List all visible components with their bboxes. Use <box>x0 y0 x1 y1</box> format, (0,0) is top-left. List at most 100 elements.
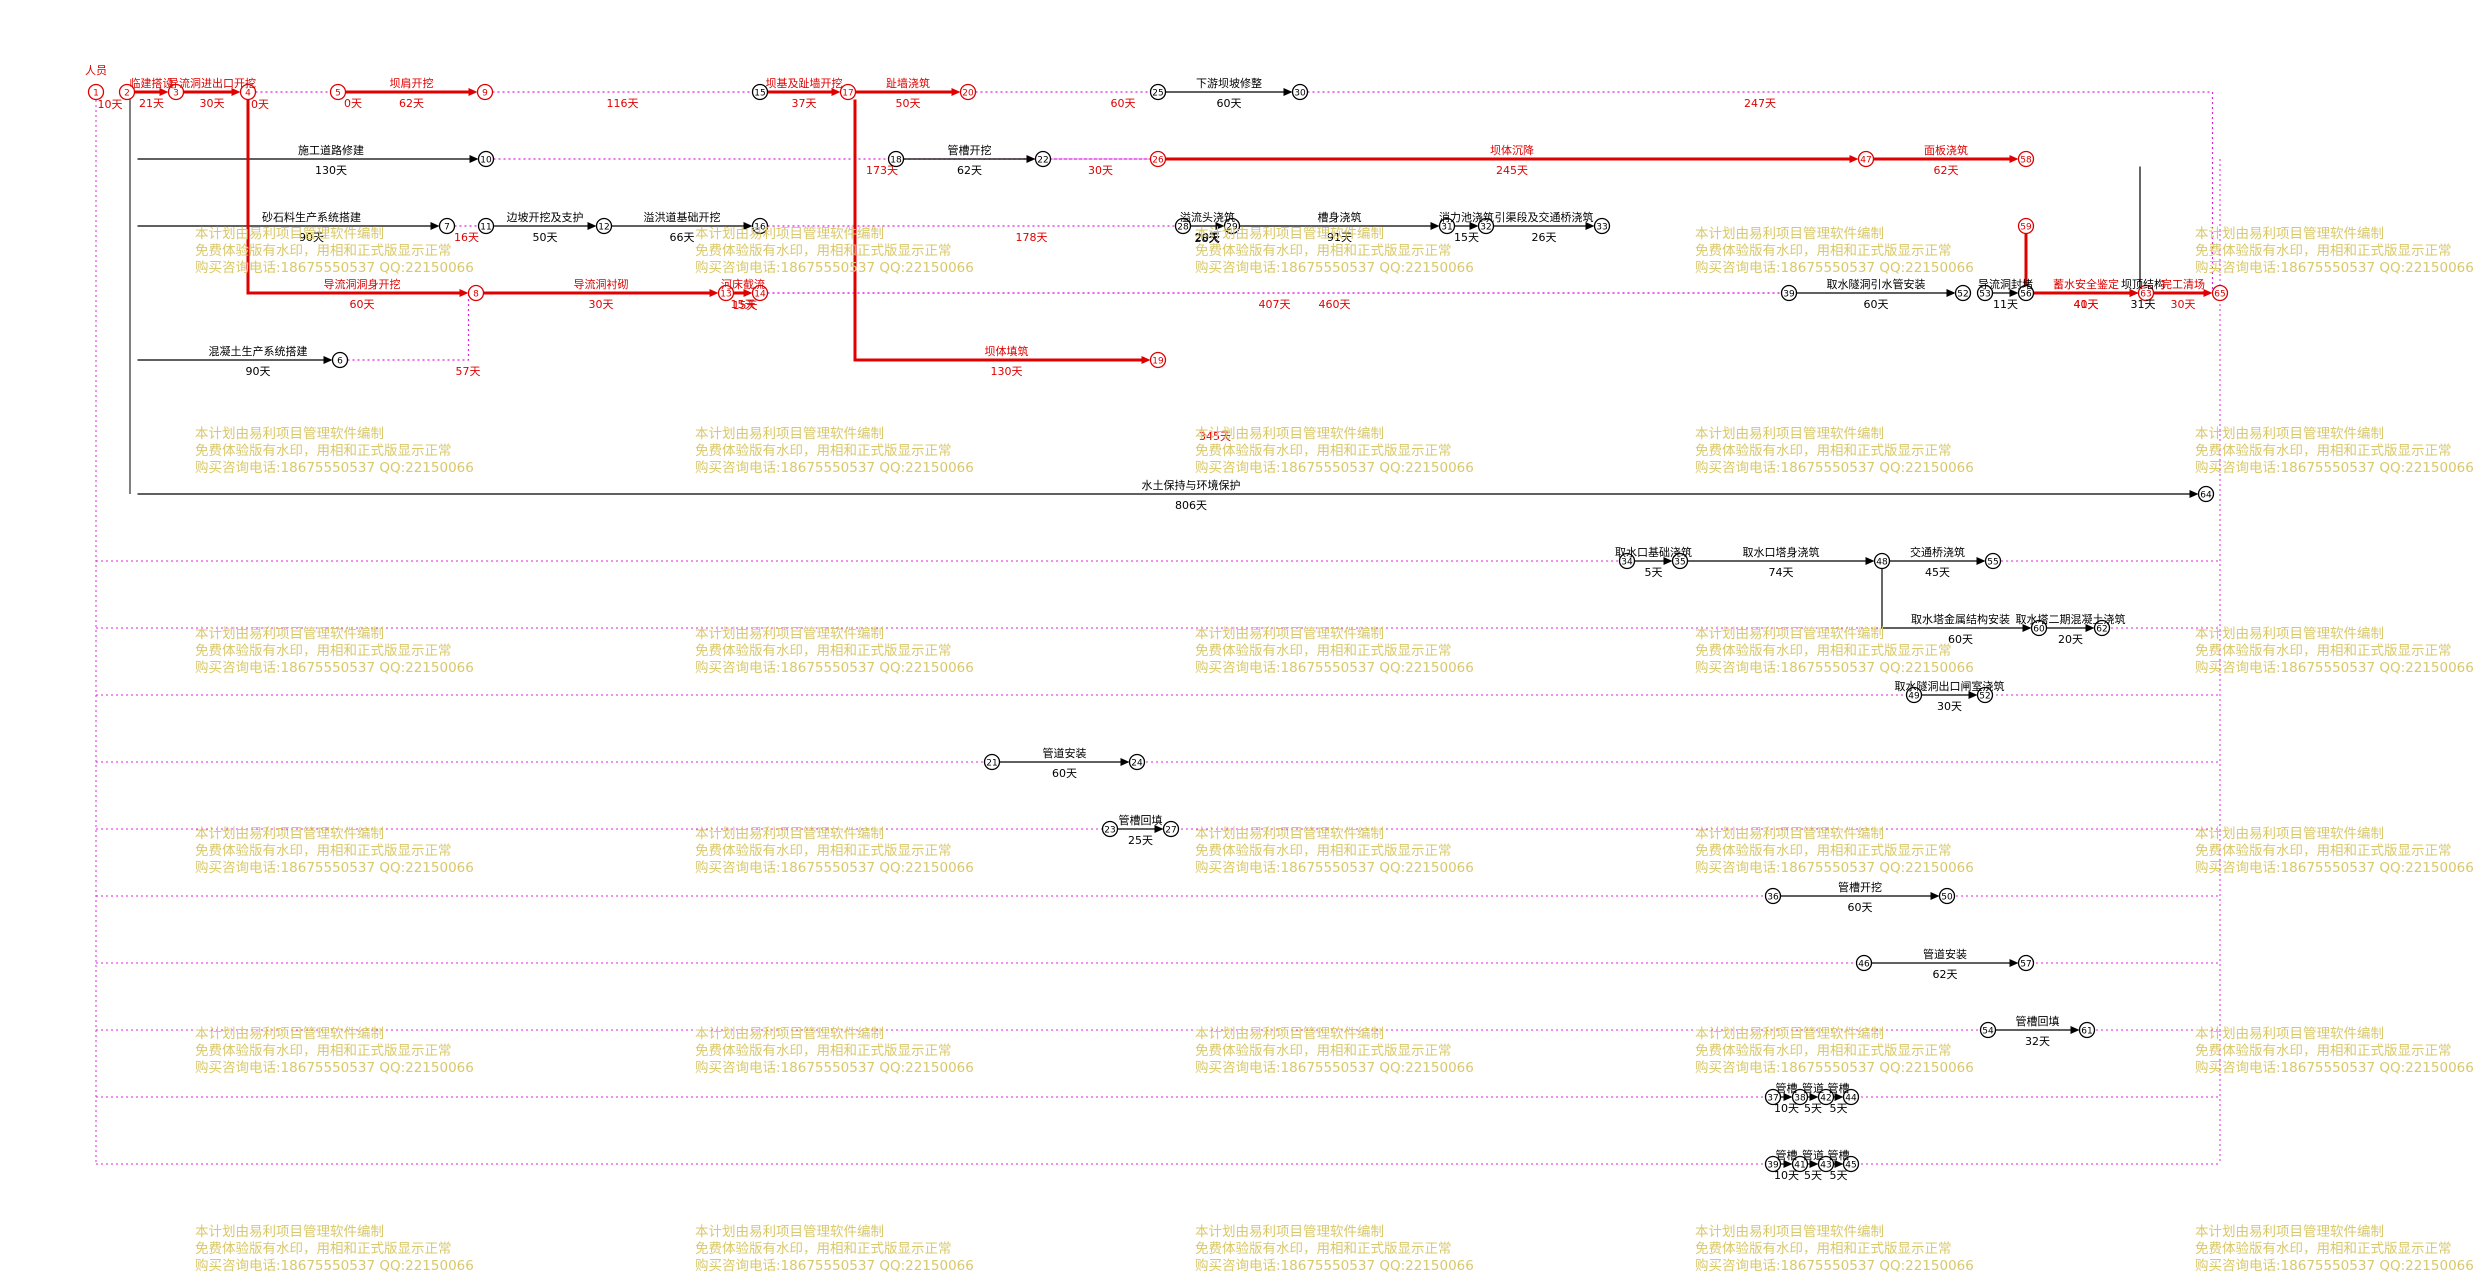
watermark-line3: 购买咨询电话:18675550537 QQ:22150066 <box>195 460 474 476</box>
event-node <box>1477 217 1495 235</box>
activity-duration: 90天 <box>246 365 271 378</box>
event-node <box>331 351 349 369</box>
watermark: 本计划由易利项目管理软件编制免费体验版有水印，用相和正式版显示正常购买咨询电话:… <box>2195 1224 2474 1275</box>
event-node-number: 11 <box>480 223 491 233</box>
watermark-line3: 购买咨询电话:18675550537 QQ:22150066 <box>1195 260 1474 276</box>
activity-duration: 90天 <box>299 231 324 244</box>
event-node-number: 16 <box>754 223 766 233</box>
watermark-line2: 免费体验版有水印，用相和正式版显示正常 <box>2195 443 2452 459</box>
activity-arrow-head <box>1976 557 1986 565</box>
event-node <box>2017 954 2035 972</box>
watermark-line2: 免费体验版有水印，用相和正式版显示正常 <box>1695 443 1952 459</box>
event-node-number: 38 <box>1794 1094 1806 1104</box>
event-node <box>467 284 485 302</box>
activity-arrows <box>134 88 2213 1168</box>
activity-name: 水土保持与环境保护 <box>1142 478 1241 492</box>
event-node <box>1764 1088 1782 1106</box>
event-node-number: 35 <box>1674 558 1685 568</box>
activity-duration: 31天 <box>2131 298 2156 311</box>
activity-arrow-head <box>1865 557 1875 565</box>
event-node <box>1618 552 1636 570</box>
activity-arrow-head <box>2022 624 2032 632</box>
watermark-line1: 本计划由易利项目管理软件编制 <box>195 1224 384 1240</box>
watermark-line2: 免费体验版有水印，用相和正式版显示正常 <box>1695 243 1952 259</box>
activity-name: 管槽 <box>1776 1081 1798 1095</box>
activity-duration: 5天 <box>1804 1169 1822 1182</box>
event-node <box>2017 284 2035 302</box>
event-node <box>983 753 1001 771</box>
event-node <box>239 83 257 101</box>
watermark-line2: 免费体验版有水印，用相和正式版显示正常 <box>1695 843 1952 859</box>
activity-duration: 15天 <box>731 298 756 311</box>
event-node-number: 59 <box>2020 223 2032 233</box>
short-label: 人员 <box>85 64 107 77</box>
activity-duration: 30天 <box>200 97 225 110</box>
watermark-line2: 免费体验版有水印，用相和正式版显示正常 <box>1195 843 1452 859</box>
event-node <box>959 83 977 101</box>
activity-arrow-head <box>831 88 841 96</box>
activity-arrow <box>853 99 1147 362</box>
watermark: 本计划由易利项目管理软件编制免费体验版有水印，用相和正式版显示正常购买咨询电话:… <box>1695 426 1974 477</box>
watermark: 本计划由易利项目管理软件编制免费体验版有水印，用相和正式版显示正常购买咨询电话:… <box>1195 226 1474 277</box>
float-label: 41天 <box>2074 298 2099 311</box>
watermark-line3: 购买咨询电话:18675550537 QQ:22150066 <box>695 660 974 676</box>
activity-arrow-head <box>743 222 753 230</box>
event-node <box>1817 1155 1835 1173</box>
watermark: 本计划由易利项目管理软件编制免费体验版有水印，用相和正式版显示正常购买咨询电话:… <box>1195 826 1474 877</box>
activity-arrow-head <box>587 222 597 230</box>
activity-duration: 32天 <box>2025 1035 2050 1048</box>
event-node <box>1791 1155 1809 1173</box>
watermark: 本计划由易利项目管理软件编制免费体验版有水印，用相和正式版显示正常购买咨询电话:… <box>195 1224 474 1275</box>
activity-name: 坝体沉降 <box>1490 143 1534 157</box>
event-node-number: 14 <box>754 290 766 300</box>
activity-duration: 74天 <box>1769 566 1794 579</box>
activity-name: 施工道路修建 <box>298 143 364 157</box>
watermark-line3: 购买咨询电话:18675550537 QQ:22150066 <box>195 660 474 676</box>
activity-name: 管道安装 <box>1923 947 1967 961</box>
event-node <box>2078 1021 2096 1039</box>
activity-name: 取水隧洞引水管安装 <box>1827 277 1926 291</box>
watermark-line2: 免费体验版有水印，用相和正式版显示正常 <box>1195 643 1452 659</box>
activity-arrow-head <box>1215 222 1225 230</box>
watermark: 本计划由易利项目管理软件编制免费体验版有水印，用相和正式版显示正常购买咨询电话:… <box>695 1026 974 1077</box>
watermark-line1: 本计划由易利项目管理软件编制 <box>2195 426 2384 442</box>
activity-duration: 60天 <box>1948 633 1973 646</box>
event-node-number: 52 <box>1957 290 1968 300</box>
event-node-number: 57 <box>2020 960 2031 970</box>
float-label: 247天 <box>1744 97 1776 110</box>
short-label: 345天 <box>1199 430 1231 443</box>
watermark-line2: 免费体验版有水印，用相和正式版显示正常 <box>195 843 452 859</box>
event-node-number: 39 <box>1783 290 1795 300</box>
event-node <box>2197 485 2215 503</box>
event-node <box>1149 351 1167 369</box>
activity-arrow-head <box>1809 1093 1819 1101</box>
event-node-number: 3 <box>173 89 179 99</box>
watermark-line1: 本计划由易利项目管理软件编制 <box>2195 1224 2384 1240</box>
event-node <box>438 217 456 235</box>
activity-arrow-head <box>1783 1160 1793 1168</box>
activity-name: 管道 <box>1802 1081 1824 1095</box>
watermark-line1: 本计划由易利项目管理软件编制 <box>695 426 884 442</box>
watermark-line3: 购买咨询电话:18675550537 QQ:22150066 <box>695 860 974 876</box>
activity-arrow-head <box>469 155 479 163</box>
activity-arrow-head <box>1283 88 1293 96</box>
activity-arrow-head <box>1834 1093 1844 1101</box>
watermark-line3: 购买咨询电话:18675550537 QQ:22150066 <box>1695 660 1974 676</box>
watermark: 本计划由易利项目管理软件编制免费体验版有水印，用相和正式版显示正常购买咨询电话:… <box>195 226 474 277</box>
activity-name: 溢流头浇筑 <box>1180 210 1235 224</box>
watermark-line1: 本计划由易利项目管理软件编制 <box>1195 226 1384 242</box>
activity-duration: 245天 <box>1496 164 1528 177</box>
event-node-number: 2 <box>124 89 130 99</box>
event-node-number: 24 <box>1131 759 1143 769</box>
activity-duration: 25天 <box>1128 834 1153 847</box>
activity-arrow-head <box>1783 1093 1793 1101</box>
float-label: 173天 <box>866 164 898 177</box>
activity-duration: 50天 <box>896 97 921 110</box>
watermark-line1: 本计划由易利项目管理软件编制 <box>695 1026 884 1042</box>
event-node <box>1857 150 1875 168</box>
activity-arrow-head <box>951 88 961 96</box>
watermark-line1: 本计划由易利项目管理软件编制 <box>195 626 384 642</box>
activity-duration: 130天 <box>315 164 347 177</box>
event-node <box>1842 1088 1860 1106</box>
